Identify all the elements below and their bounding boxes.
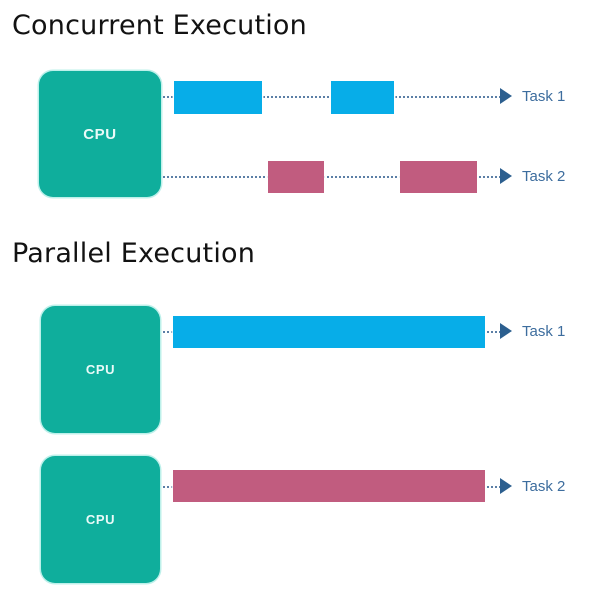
- arrow-right-icon: [500, 323, 512, 339]
- task-label-task2-parallel: Task 2: [522, 478, 566, 495]
- task-label-task1-concurrent: Task 1: [522, 88, 566, 105]
- cpu-label: CPU: [85, 512, 116, 527]
- execution-segment-task2-concurrent-1: [268, 161, 324, 193]
- execution-segment-task1-concurrent-2: [331, 81, 394, 114]
- section-title-parallel: Parallel Execution: [12, 238, 256, 269]
- cpu-label: CPU: [83, 125, 117, 143]
- cpu-block-parallel-2: CPU: [41, 456, 160, 583]
- cpu-label: CPU: [85, 362, 116, 377]
- timeline-task2-concurrent: [163, 176, 501, 178]
- execution-segment-task1-parallel-1: [173, 316, 485, 348]
- arrow-right-icon: [500, 168, 512, 184]
- arrow-right-icon: [500, 478, 512, 494]
- execution-segment-task2-parallel-1: [173, 470, 485, 502]
- cpu-block-parallel-1: CPU: [41, 306, 160, 433]
- arrow-right-icon: [500, 88, 512, 104]
- execution-segment-task1-concurrent-1: [174, 81, 262, 114]
- execution-segment-task2-concurrent-2: [400, 161, 477, 193]
- section-title-concurrent: Concurrent Execution: [12, 10, 307, 41]
- task-label-task2-concurrent: Task 2: [522, 168, 566, 185]
- task-label-task1-parallel: Task 1: [522, 323, 566, 340]
- cpu-block-concurrent: CPU: [39, 71, 161, 197]
